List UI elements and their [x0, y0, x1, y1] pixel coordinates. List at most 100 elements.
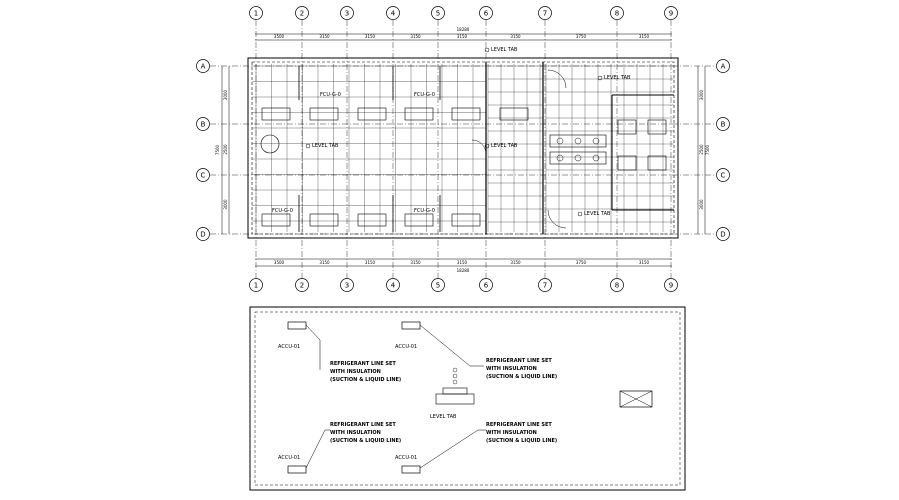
grid-column-label: 1 — [254, 10, 258, 18]
grid-bubble — [431, 6, 445, 20]
side-dimension: 3000 — [699, 199, 704, 210]
grid-column-label: 9 — [669, 282, 673, 290]
note-line: (SUCTION & LIQUID LINE) — [330, 377, 401, 383]
grid-bubble — [716, 59, 730, 73]
grid-bubble — [340, 278, 354, 292]
bay-dimension: 3150 — [510, 34, 521, 39]
grid-row-label: B — [721, 121, 726, 129]
grid-column-label: 4 — [391, 10, 396, 18]
note-line: REFRIGERANT LINE SET — [330, 361, 396, 367]
grid-bubble — [716, 168, 730, 182]
side-dimension: 3000 — [223, 199, 228, 210]
bay-dimension: 3150 — [410, 34, 421, 39]
side-dimension: 3000 — [223, 89, 228, 100]
level-tag-text: LEVEL TAB — [491, 47, 518, 53]
acu-label: ACCU-01 — [278, 344, 300, 350]
grid-column-label: 9 — [669, 10, 673, 18]
level-tag-2: LEVEL TAB — [305, 143, 339, 149]
grid-bubble — [386, 6, 400, 20]
grid-bubble — [664, 6, 678, 20]
grid-column-label: 6 — [484, 282, 489, 290]
level-tag-4: LEVEL TAB — [597, 75, 631, 81]
bay-dimension: 3750 — [576, 34, 587, 39]
grid-bubble — [249, 6, 263, 20]
roof-level-tag: LEVEL TAB — [430, 414, 457, 420]
note-line: WITH INSULATION — [486, 430, 537, 436]
grid-bubble — [610, 6, 624, 20]
grid-column-label: 5 — [436, 282, 440, 290]
level-tag-text: LEVEL TAB — [312, 143, 339, 149]
unit-tag: FCU-G-0 — [414, 208, 435, 214]
bay-dimension: 3150 — [639, 260, 650, 265]
grid-column-label: 8 — [615, 10, 619, 18]
level-tag-text: LEVEL TAB — [604, 75, 631, 81]
note-line: WITH INSULATION — [330, 430, 381, 436]
acu-label: ACCU-01 — [395, 455, 417, 461]
bay-dimension: 3500 — [274, 260, 285, 265]
bay-dimension: 3150 — [457, 34, 468, 39]
unit-tag: FCU-G-0 — [272, 208, 293, 214]
note-4: REFRIGERANT LINE SET WITH INSULATION (SU… — [486, 422, 557, 444]
overall-height-dimension: 7500 — [705, 144, 710, 155]
grid-bubble — [431, 278, 445, 292]
side-dimension: 2500 — [223, 144, 228, 155]
grid-column-label: 4 — [391, 282, 396, 290]
grid-bubble — [249, 278, 263, 292]
unit-tag: FCU-G-0 — [414, 92, 435, 98]
grid-bubble — [538, 6, 552, 20]
grid-bubble — [716, 227, 730, 241]
grid-row-label: C — [201, 172, 206, 180]
grid-column-label: 3 — [345, 282, 349, 290]
grid-bubble — [479, 278, 493, 292]
note-line: WITH INSULATION — [486, 366, 537, 372]
grid-column-label: 2 — [300, 10, 304, 18]
grid-column-label: 6 — [484, 10, 489, 18]
note-3: REFRIGERANT LINE SET WITH INSULATION (SU… — [330, 422, 401, 444]
acu-label: ACCU-01 — [278, 455, 300, 461]
roof-plan — [249, 306, 686, 491]
note-line: (SUCTION & LIQUID LINE) — [486, 438, 557, 444]
grid-row-label: A — [201, 63, 206, 71]
side-dimension: 3000 — [699, 89, 704, 100]
grid-row-label: D — [200, 231, 205, 239]
grid-bubble — [538, 278, 552, 292]
grid-column-label: 8 — [615, 282, 619, 290]
grid-column-label: 2 — [300, 282, 304, 290]
bay-dimension: 3150 — [319, 34, 330, 39]
grid-bubble — [196, 168, 210, 182]
grid-bubble — [295, 278, 309, 292]
unit-tag: FCU-G-0 — [320, 92, 341, 98]
level-tag-5: LEVEL TAB — [577, 211, 611, 217]
grid-column-label: 7 — [543, 10, 547, 18]
bay-dimension: 3750 — [576, 260, 587, 265]
note-line: REFRIGERANT LINE SET — [330, 422, 396, 428]
grid-bubble — [196, 117, 210, 131]
grid-column-label: 7 — [543, 282, 547, 290]
bay-dimension: 3150 — [457, 260, 468, 265]
note-line: WITH INSULATION — [330, 369, 381, 375]
level-tag-text: LEVEL TAB — [491, 143, 518, 149]
note-line: REFRIGERANT LINE SET — [486, 422, 552, 428]
note-line: (SUCTION & LIQUID LINE) — [330, 438, 401, 444]
floor-plan — [221, 33, 706, 267]
grid-row-label: A — [721, 63, 726, 71]
grid-bubble — [610, 278, 624, 292]
dimension-labels: 3500350031503150315031503150315031503150… — [215, 27, 710, 273]
grid-column-label: 5 — [436, 10, 440, 18]
grid-row-label: B — [201, 121, 206, 129]
bay-dimension: 3150 — [365, 260, 376, 265]
bay-dimension: 3150 — [319, 260, 330, 265]
bay-dimension: 3150 — [510, 260, 521, 265]
grid-column-label: 1 — [254, 282, 258, 290]
grid-bubble — [664, 278, 678, 292]
grid-bubble — [479, 6, 493, 20]
grid-bubble — [196, 59, 210, 73]
grid-bubble — [295, 6, 309, 20]
grid-row-label: C — [721, 172, 726, 180]
overall-height-dimension: 7500 — [215, 144, 220, 155]
overall-dimension: 18280 — [457, 27, 470, 32]
